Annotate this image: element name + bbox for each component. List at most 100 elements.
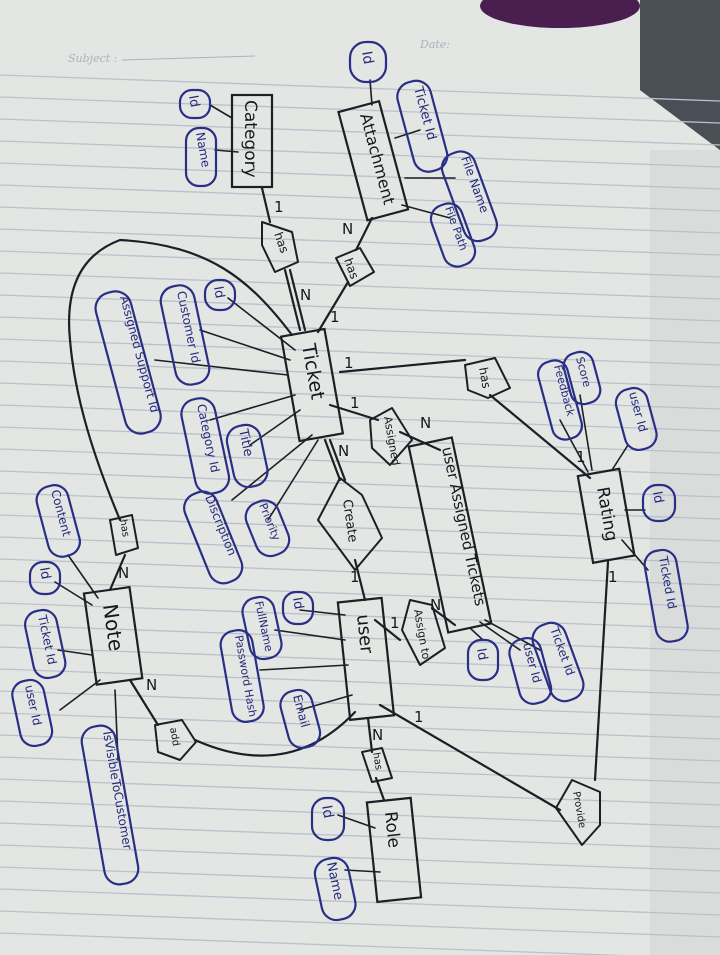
rel-user-create-ticket: Create [317,477,383,571]
card-add-n: N [146,676,157,694]
rule-line [0,316,720,344]
card-rating-1: 1 [576,448,586,466]
svg-text:Id: Id [210,285,227,300]
entity-note: Note [82,585,144,686]
rel-user-role: has [361,747,393,783]
rule-line [0,74,720,102]
svg-text:has: has [341,256,361,281]
attr-note-id: Id [28,560,62,596]
svg-text:has: has [476,366,493,389]
card-note-n: N [118,564,129,582]
rule-line [0,536,720,564]
entity-category: Category [230,93,274,189]
entity-category-label: Category [240,100,260,178]
rule-line [0,162,720,190]
rel-attachment-ticket: has [335,247,375,287]
rule-line [0,888,720,916]
entity-role: Role [365,796,423,904]
paper-right-margin [650,150,720,955]
rule-line [0,558,720,586]
svg-text:Id: Id [358,50,376,66]
rule-line [0,294,720,322]
rule-line [0,382,720,410]
rule-line [0,492,720,520]
rel-ticket-note: has [109,514,139,556]
rule-line [0,404,720,432]
attr-rating-id: Id [641,483,677,523]
attr-uat-id: Id [466,638,500,682]
entity-user: user [336,596,396,722]
svg-text:has: has [117,519,131,538]
card-attachment-n: N [342,220,353,238]
attr-user-id: Id [281,590,315,626]
attr-role-id: Id [310,796,346,842]
rule-line [0,140,720,168]
card-assign-1: 1 [390,614,400,632]
subject-label: Subject : [68,52,117,65]
paper-sheet-shadow-edge [640,0,720,150]
date-label: Date: [419,38,450,51]
purple-object [480,0,640,28]
ruled-lines [0,74,720,955]
rule-line [0,470,720,498]
card-category-1: 1 [274,198,284,216]
rule-line [0,866,720,894]
rule-line [0,734,720,762]
svg-text:has: has [271,230,291,255]
svg-text:Id: Id [318,804,336,820]
svg-text:Id: Id [473,647,490,662]
svg-text:Id: Id [36,566,53,581]
rule-line [0,580,720,608]
rule-line [0,822,720,850]
rule-line [0,184,720,212]
card-create-n: N [338,442,349,460]
attr-attachment-id: Id [348,40,388,84]
rule-line [0,118,720,146]
card-ticket-rating-1: 1 [344,354,354,372]
rule-line [0,646,720,674]
attr-category-name: Name [184,126,218,188]
rule-line [0,250,720,278]
card-category-n: N [300,286,311,304]
subject-underline [121,55,256,61]
rule-line [0,426,720,454]
card-create-1: 1 [350,568,360,586]
rel-ticket-rating: has [464,357,511,399]
rule-line [0,338,720,366]
attr-ticket-id: Id [203,278,237,312]
rule-line [0,910,720,938]
rule-line [0,844,720,872]
svg-text:Id: Id [289,596,306,611]
svg-text:Title: Title [235,427,256,458]
rule-line [0,602,720,630]
card-uat-n: N [420,414,431,432]
card-provide-1: 1 [608,568,618,586]
card-ticket-assigned-1: 1 [350,394,360,412]
rel-user-add-note: add [154,719,197,761]
rule-line [0,624,720,652]
svg-text:Id: Id [185,94,202,109]
card-role-n: N [372,726,383,744]
rule-line [0,448,720,476]
rule-line [0,360,720,388]
svg-text:Name: Name [193,131,213,168]
svg-text:Id: Id [649,490,666,505]
card-user-1: 1 [414,708,424,726]
rel-category-ticket: has [261,221,299,273]
svg-text:add: add [167,727,181,747]
svg-text:has: has [370,752,384,771]
card-assign-n: N [430,596,441,614]
rule-line [0,96,720,124]
attr-ticket-title: Title [225,423,269,489]
attr-category-id: Id [178,88,212,120]
cardinality-marks: 1 N N 1 1 1 1 N N 1 N 1 N N 1 N 1 [118,198,618,744]
entity-user-label: user [352,613,377,655]
entity-role-label: Role [380,810,404,849]
rule-line [0,206,720,234]
svg-text:Create: Create [339,498,360,543]
card-attachment-1: 1 [330,308,340,326]
rule-line [0,712,720,740]
